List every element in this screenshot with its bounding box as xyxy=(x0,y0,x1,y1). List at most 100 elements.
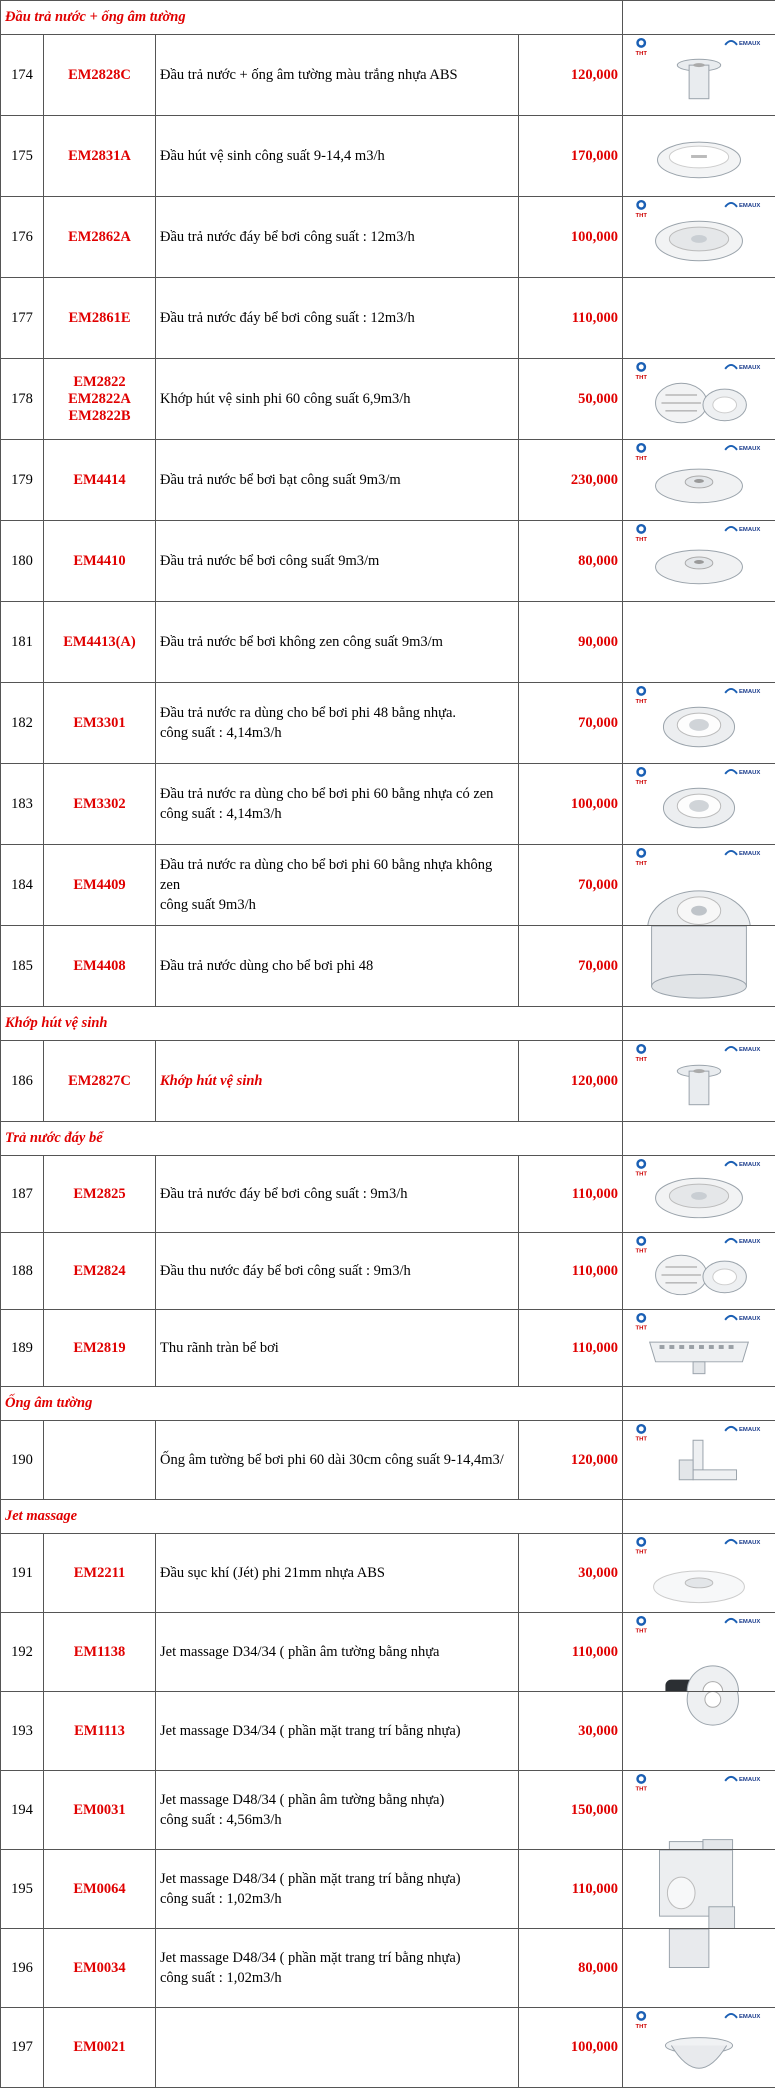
product-code: EM2822A xyxy=(48,391,151,408)
product-description-line: Jet massage D48/34 ( phần mặt trang trí … xyxy=(160,1869,514,1889)
product-description-cell: Đầu trả nước ra dùng cho bể bơi phi 60 b… xyxy=(156,764,519,845)
product-shape xyxy=(677,59,720,99)
product-price: 70,000 xyxy=(519,926,623,1007)
section-title: Jet massage xyxy=(1,1500,623,1534)
product-code: EM2828C xyxy=(48,67,151,84)
product-price: 30,000 xyxy=(519,1534,623,1613)
product-description-line: Đầu trả nước bể bơi bạt công suất 9m3/m xyxy=(160,470,514,490)
product-description-cell: Đầu trả nước đáy bể bơi công suất : 12m3… xyxy=(156,278,519,359)
product-description-line: Đầu trả nước dùng cho bể bơi phi 48 xyxy=(160,956,514,976)
product-code: EM0034 xyxy=(48,1960,151,1977)
product-code: EM2825 xyxy=(48,1186,151,1203)
product-description-line: Đầu trả nước ra dùng cho bể bơi phi 60 b… xyxy=(160,784,514,804)
svg-text:THT: THT xyxy=(636,699,648,705)
product-description-cell: Đầu trả nước + ống âm tường màu trắng nh… xyxy=(156,35,519,116)
product-shape xyxy=(652,926,747,998)
product-code-cell: EM4408 xyxy=(44,926,156,1007)
tht-logo: THT xyxy=(636,1537,648,1556)
svg-text:THT: THT xyxy=(636,1326,648,1332)
section-image-cell xyxy=(623,1387,775,1421)
product-description-cell: Khớp hút vệ sinh phi 60 công suất 6,9m3/… xyxy=(156,359,519,440)
svg-text:EMAUX: EMAUX xyxy=(739,1619,760,1625)
svg-text:EMAUX: EMAUX xyxy=(739,851,760,857)
product-code-cell: EM2827C xyxy=(44,1041,156,1122)
product-description-cell: Jet massage D34/34 ( phần âm tường bằng … xyxy=(156,1613,519,1692)
emaux-logo: EMAUX xyxy=(725,770,760,776)
product-image-cell xyxy=(623,1929,775,2008)
item-number: 178 xyxy=(1,359,44,440)
product-description-line: Đầu trả nước bể bơi không zen công suất … xyxy=(160,632,514,652)
product-description-cell: Đầu trả nước bể bơi bạt công suất 9m3/m xyxy=(156,440,519,521)
product-description-line: Đầu sục khí (Jét) phi 21mm nhựa ABS xyxy=(160,1563,514,1583)
product-description-line: Jet massage D34/34 ( phần mặt trang trí … xyxy=(160,1721,514,1741)
tht-logo: THT xyxy=(636,1044,648,1063)
tht-logo: THT xyxy=(636,38,648,57)
item-number: 176 xyxy=(1,197,44,278)
svg-text:THT: THT xyxy=(636,456,648,462)
product-shape xyxy=(656,469,743,503)
section-header-row: Trả nước đáy bể xyxy=(1,1122,775,1156)
product-code: EM2862A xyxy=(48,229,151,246)
product-shape xyxy=(663,788,734,828)
product-price: 110,000 xyxy=(519,1613,623,1692)
product-image-cell xyxy=(623,1850,775,1929)
emaux-logo: EMAUX xyxy=(725,1619,760,1625)
svg-text:EMAUX: EMAUX xyxy=(739,203,760,209)
product-code-cell: EM2828C xyxy=(44,35,156,116)
product-description-cell: Ống âm tường bể bơi phi 60 dài 30cm công… xyxy=(156,1421,519,1500)
product-description-line: Thu rãnh tràn bể bơi xyxy=(160,1338,514,1358)
section-header-row: Đầu trả nước + ống âm tường xyxy=(1,1,775,35)
product-description-line: Đầu trả nước ra dùng cho bể bơi phi 48 b… xyxy=(160,703,514,723)
section-header-row: Khớp hút vệ sinh xyxy=(1,1007,775,1041)
product-description-cell: Thu rãnh tràn bể bơi xyxy=(156,1310,519,1387)
product-price: 100,000 xyxy=(519,764,623,845)
product-code-cell: EM2831A xyxy=(44,116,156,197)
product-shape xyxy=(650,1342,749,1374)
product-shape xyxy=(656,383,747,423)
product-description-cell: Đầu thu nước đáy bể bơi công suất : 9m3/… xyxy=(156,1233,519,1310)
svg-text:THT: THT xyxy=(636,51,648,57)
section-header-row: Jet massage xyxy=(1,1500,775,1534)
product-code-cell: EM0064 xyxy=(44,1850,156,1929)
svg-text:EMAUX: EMAUX xyxy=(739,1047,760,1053)
svg-text:EMAUX: EMAUX xyxy=(739,1162,760,1168)
tht-logo: THT xyxy=(636,524,648,543)
product-description-cell: Đầu trả nước ra dùng cho bể bơi phi 60 b… xyxy=(156,845,519,926)
item-number: 197 xyxy=(1,2008,44,2088)
product-code-cell: EM4410 xyxy=(44,521,156,602)
product-code-cell: EM1138 xyxy=(44,1613,156,1692)
product-code-cell: EM2819 xyxy=(44,1310,156,1387)
product-code: EM2861E xyxy=(48,310,151,327)
product-image-cell: THT EMAUX xyxy=(623,1041,775,1122)
tht-logo: THT xyxy=(636,1774,648,1793)
item-number: 182 xyxy=(1,683,44,764)
product-description-line: công suất : 1,02m3/h xyxy=(160,1889,514,1909)
section-image-cell xyxy=(623,1122,775,1156)
product-code: EM2211 xyxy=(48,1565,151,1582)
product-code: EM4414 xyxy=(48,472,151,489)
product-code-cell: EM4413(A) xyxy=(44,602,156,683)
